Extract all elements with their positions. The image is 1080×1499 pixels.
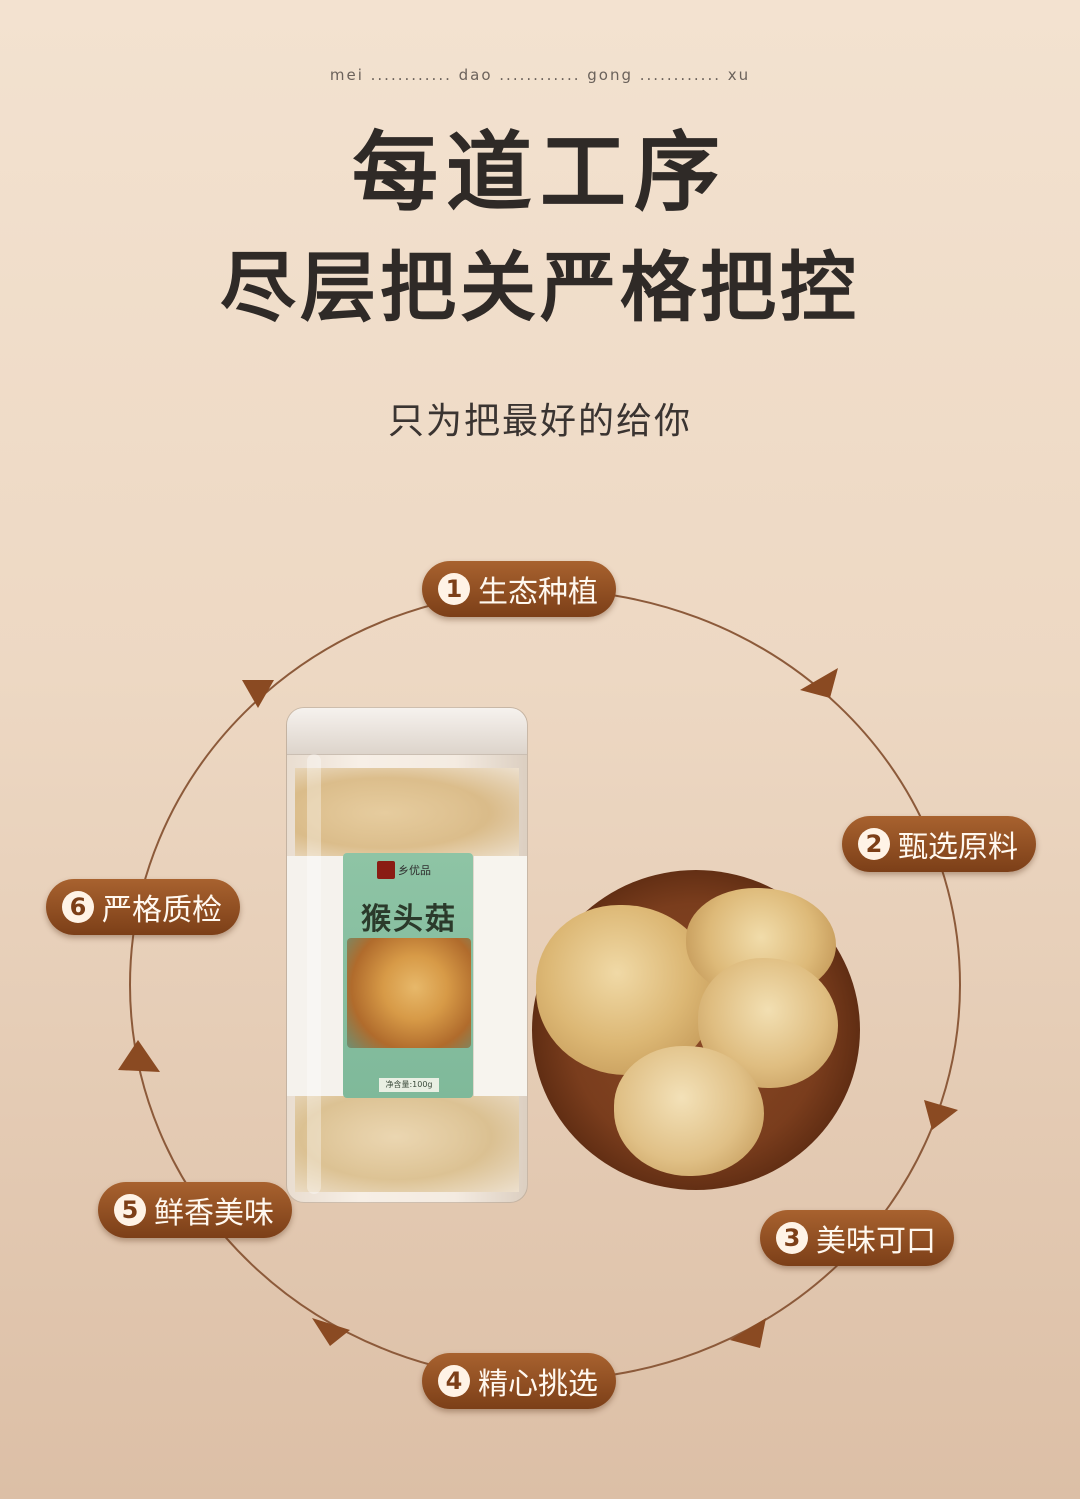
arrow-4-5 [312,1318,350,1346]
pinyin-caption: mei ............ dao ............ gong .… [329,66,751,84]
arrow-1-2 [800,668,838,698]
step-label: 鲜香美味 [154,1196,274,1231]
step-4-badge: 4 精心挑选 [422,1353,616,1409]
mushroom-image [614,1046,764,1176]
step-label: 精心挑选 [478,1367,598,1402]
brand-mark-icon [377,861,395,879]
product-name: 猴头菇 [361,902,457,937]
arrow-3-4 [730,1318,766,1348]
product-photo [347,938,471,1048]
jar-back-label [473,856,527,1096]
step-number: 5 [114,1194,146,1226]
step-2-badge: 2 甄选原料 [842,816,1036,872]
step-number: 6 [62,891,94,923]
arrow-6-1 [242,680,274,708]
step-number: 2 [858,828,890,860]
step-label: 美味可口 [816,1224,936,1259]
step-6-badge: 6 严格质检 [46,879,240,935]
page-subtitle-heading: 尽层把关严格把控 [220,243,860,332]
jar-highlight [307,754,321,1194]
jar-lid [287,708,527,755]
brand-logo: 乡优品 [377,858,473,882]
step-label: 生态种植 [478,575,598,610]
product-jar-image: 乡优品 猴头菇 净含量:100g [286,707,528,1203]
brand-name: 乡优品 [398,864,431,877]
step-number: 1 [438,573,470,605]
step-label: 甄选原料 [898,830,1018,865]
step-3-badge: 3 美味可口 [760,1210,954,1266]
tagline: 只为把最好的给你 [387,401,692,442]
step-5-badge: 5 鲜香美味 [98,1182,292,1238]
arrow-2-3 [924,1100,958,1130]
step-number: 3 [776,1222,808,1254]
step-1-badge: 1 生态种植 [422,561,616,617]
arrow-5-6 [118,1040,160,1072]
step-number: 4 [438,1365,470,1397]
page-title: 每道工序 [352,122,728,223]
jar-contents-top [295,768,519,858]
net-weight: 净含量:100g [379,1078,439,1092]
jar-contents-bottom [295,1082,519,1192]
step-label: 严格质检 [102,893,222,928]
